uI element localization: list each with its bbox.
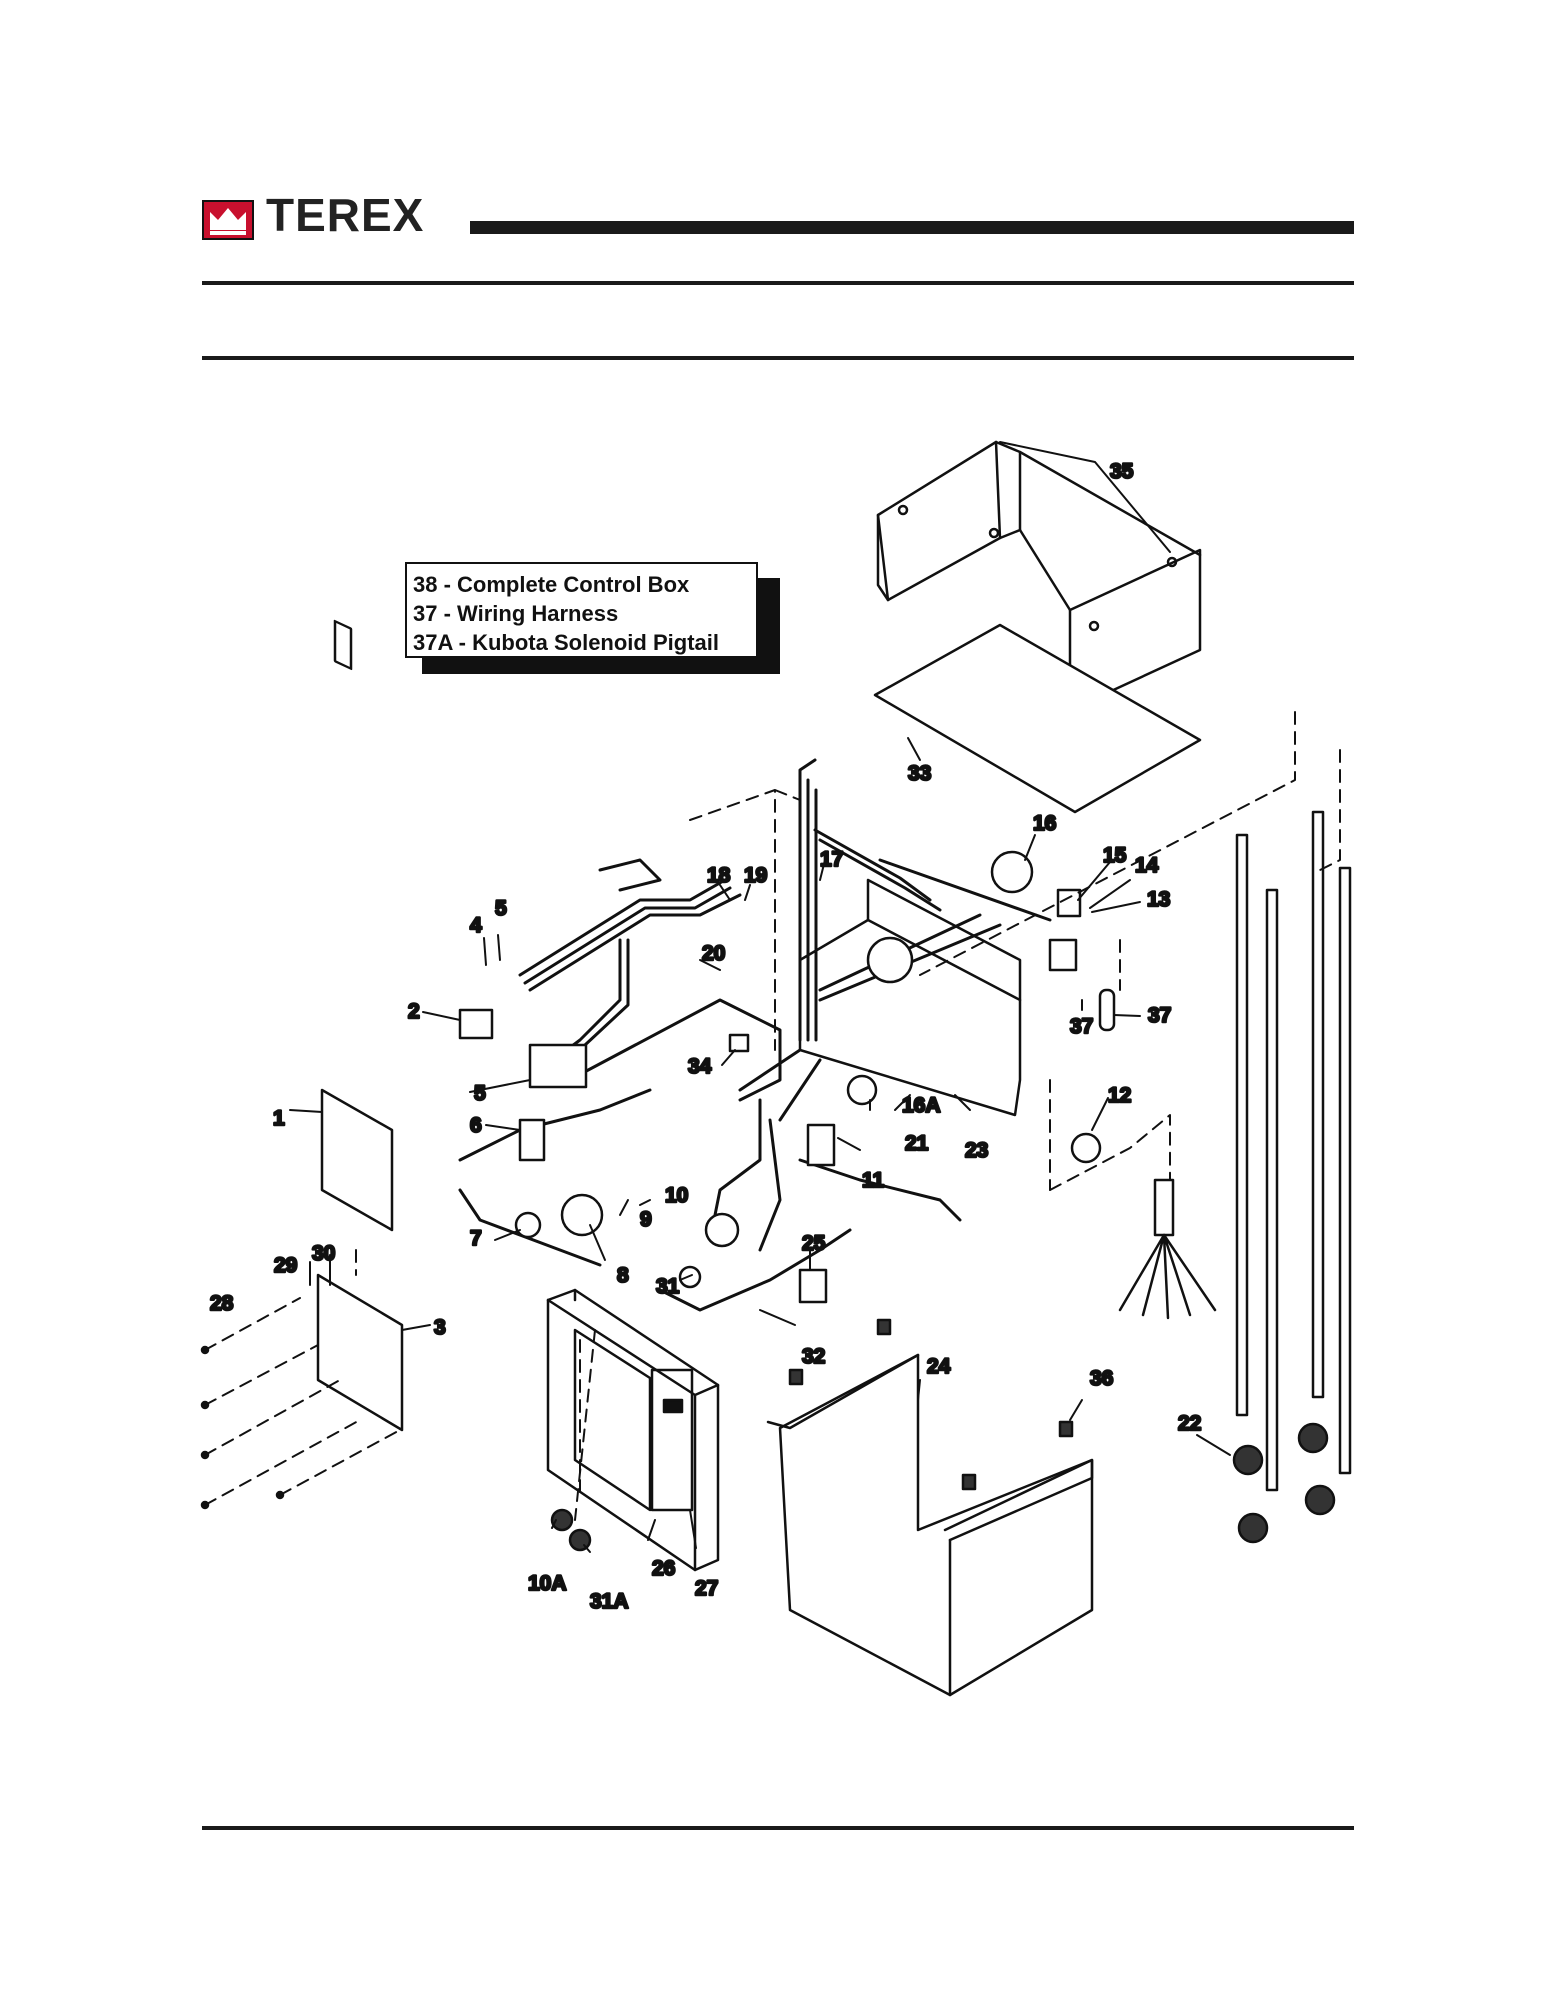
relay-34	[730, 1035, 748, 1051]
callout-12: 12	[1108, 1084, 1131, 1107]
callout-9: 9	[640, 1208, 652, 1231]
callout-1: 1	[273, 1107, 285, 1130]
callout-6: 6	[470, 1114, 482, 1137]
probe-rods-22	[1234, 812, 1350, 1542]
connector-37	[1050, 940, 1076, 970]
callout-10a: 10A	[528, 1572, 567, 1595]
buzzer-7	[516, 1213, 540, 1237]
callout-30: 30	[312, 1242, 335, 1265]
switch-31	[680, 1267, 700, 1287]
callout-33: 33	[908, 762, 931, 785]
grommet-16a	[868, 938, 912, 982]
callout-2: 2	[408, 1000, 420, 1023]
callout-20: 20	[702, 942, 725, 965]
pigtail-37	[1100, 990, 1114, 1030]
callout-15: 15	[1103, 844, 1127, 867]
switch-25	[800, 1270, 826, 1302]
callout-17: 17	[820, 848, 843, 871]
callout-21: 21	[905, 1132, 929, 1155]
callout-13: 13	[1147, 888, 1170, 911]
callout-27: 27	[695, 1577, 718, 1600]
callout-36: 36	[1090, 1367, 1113, 1390]
key-switch-10	[706, 1214, 738, 1246]
callout-37-left: 37	[1070, 1015, 1093, 1038]
callout-14: 14	[1135, 854, 1159, 877]
callout-24: 24	[927, 1355, 951, 1378]
callout-18: 18	[707, 864, 731, 887]
callout-23: 23	[965, 1139, 988, 1162]
callout-35: 35	[1110, 460, 1134, 483]
connector-11	[808, 1125, 834, 1165]
pigtail-37a	[1155, 1180, 1173, 1235]
callout-10: 10	[665, 1184, 688, 1207]
callout-31a: 31A	[590, 1590, 629, 1613]
horn-8	[562, 1195, 602, 1235]
callout-8: 8	[617, 1264, 629, 1287]
callout-16: 16	[1033, 812, 1056, 835]
label-plate-1	[322, 1090, 392, 1230]
relay-block-5	[530, 1045, 586, 1087]
callout-3: 3	[434, 1316, 446, 1339]
callout-22: 22	[1178, 1412, 1201, 1435]
callout-5-bottom: 5	[474, 1082, 486, 1105]
callout-28: 28	[210, 1292, 234, 1315]
back-plate-3	[318, 1275, 402, 1430]
bottom-enclosure-24	[768, 1355, 1092, 1695]
pigtail-wires	[1120, 1235, 1215, 1318]
callout-7: 7	[470, 1227, 482, 1250]
switch-12	[1072, 1134, 1100, 1162]
label-window	[335, 621, 351, 668]
relay-2	[460, 1010, 492, 1038]
connector-13	[1058, 890, 1080, 916]
callout-25: 25	[802, 1232, 826, 1255]
callout-5-top: 5	[495, 897, 507, 920]
callout-26: 26	[652, 1557, 675, 1580]
callout-32: 32	[802, 1345, 825, 1368]
breaker-6	[520, 1120, 544, 1160]
callout-16a: 16A	[902, 1094, 941, 1117]
callout-37-right: 37	[1148, 1004, 1171, 1027]
callout-19: 19	[744, 864, 767, 887]
callout-11: 11	[862, 1169, 885, 1192]
callout-31: 31	[656, 1275, 680, 1298]
grommet-21	[848, 1076, 876, 1104]
callout-29: 29	[274, 1254, 297, 1277]
callout-4: 4	[470, 914, 482, 937]
callout-34: 34	[688, 1055, 712, 1078]
